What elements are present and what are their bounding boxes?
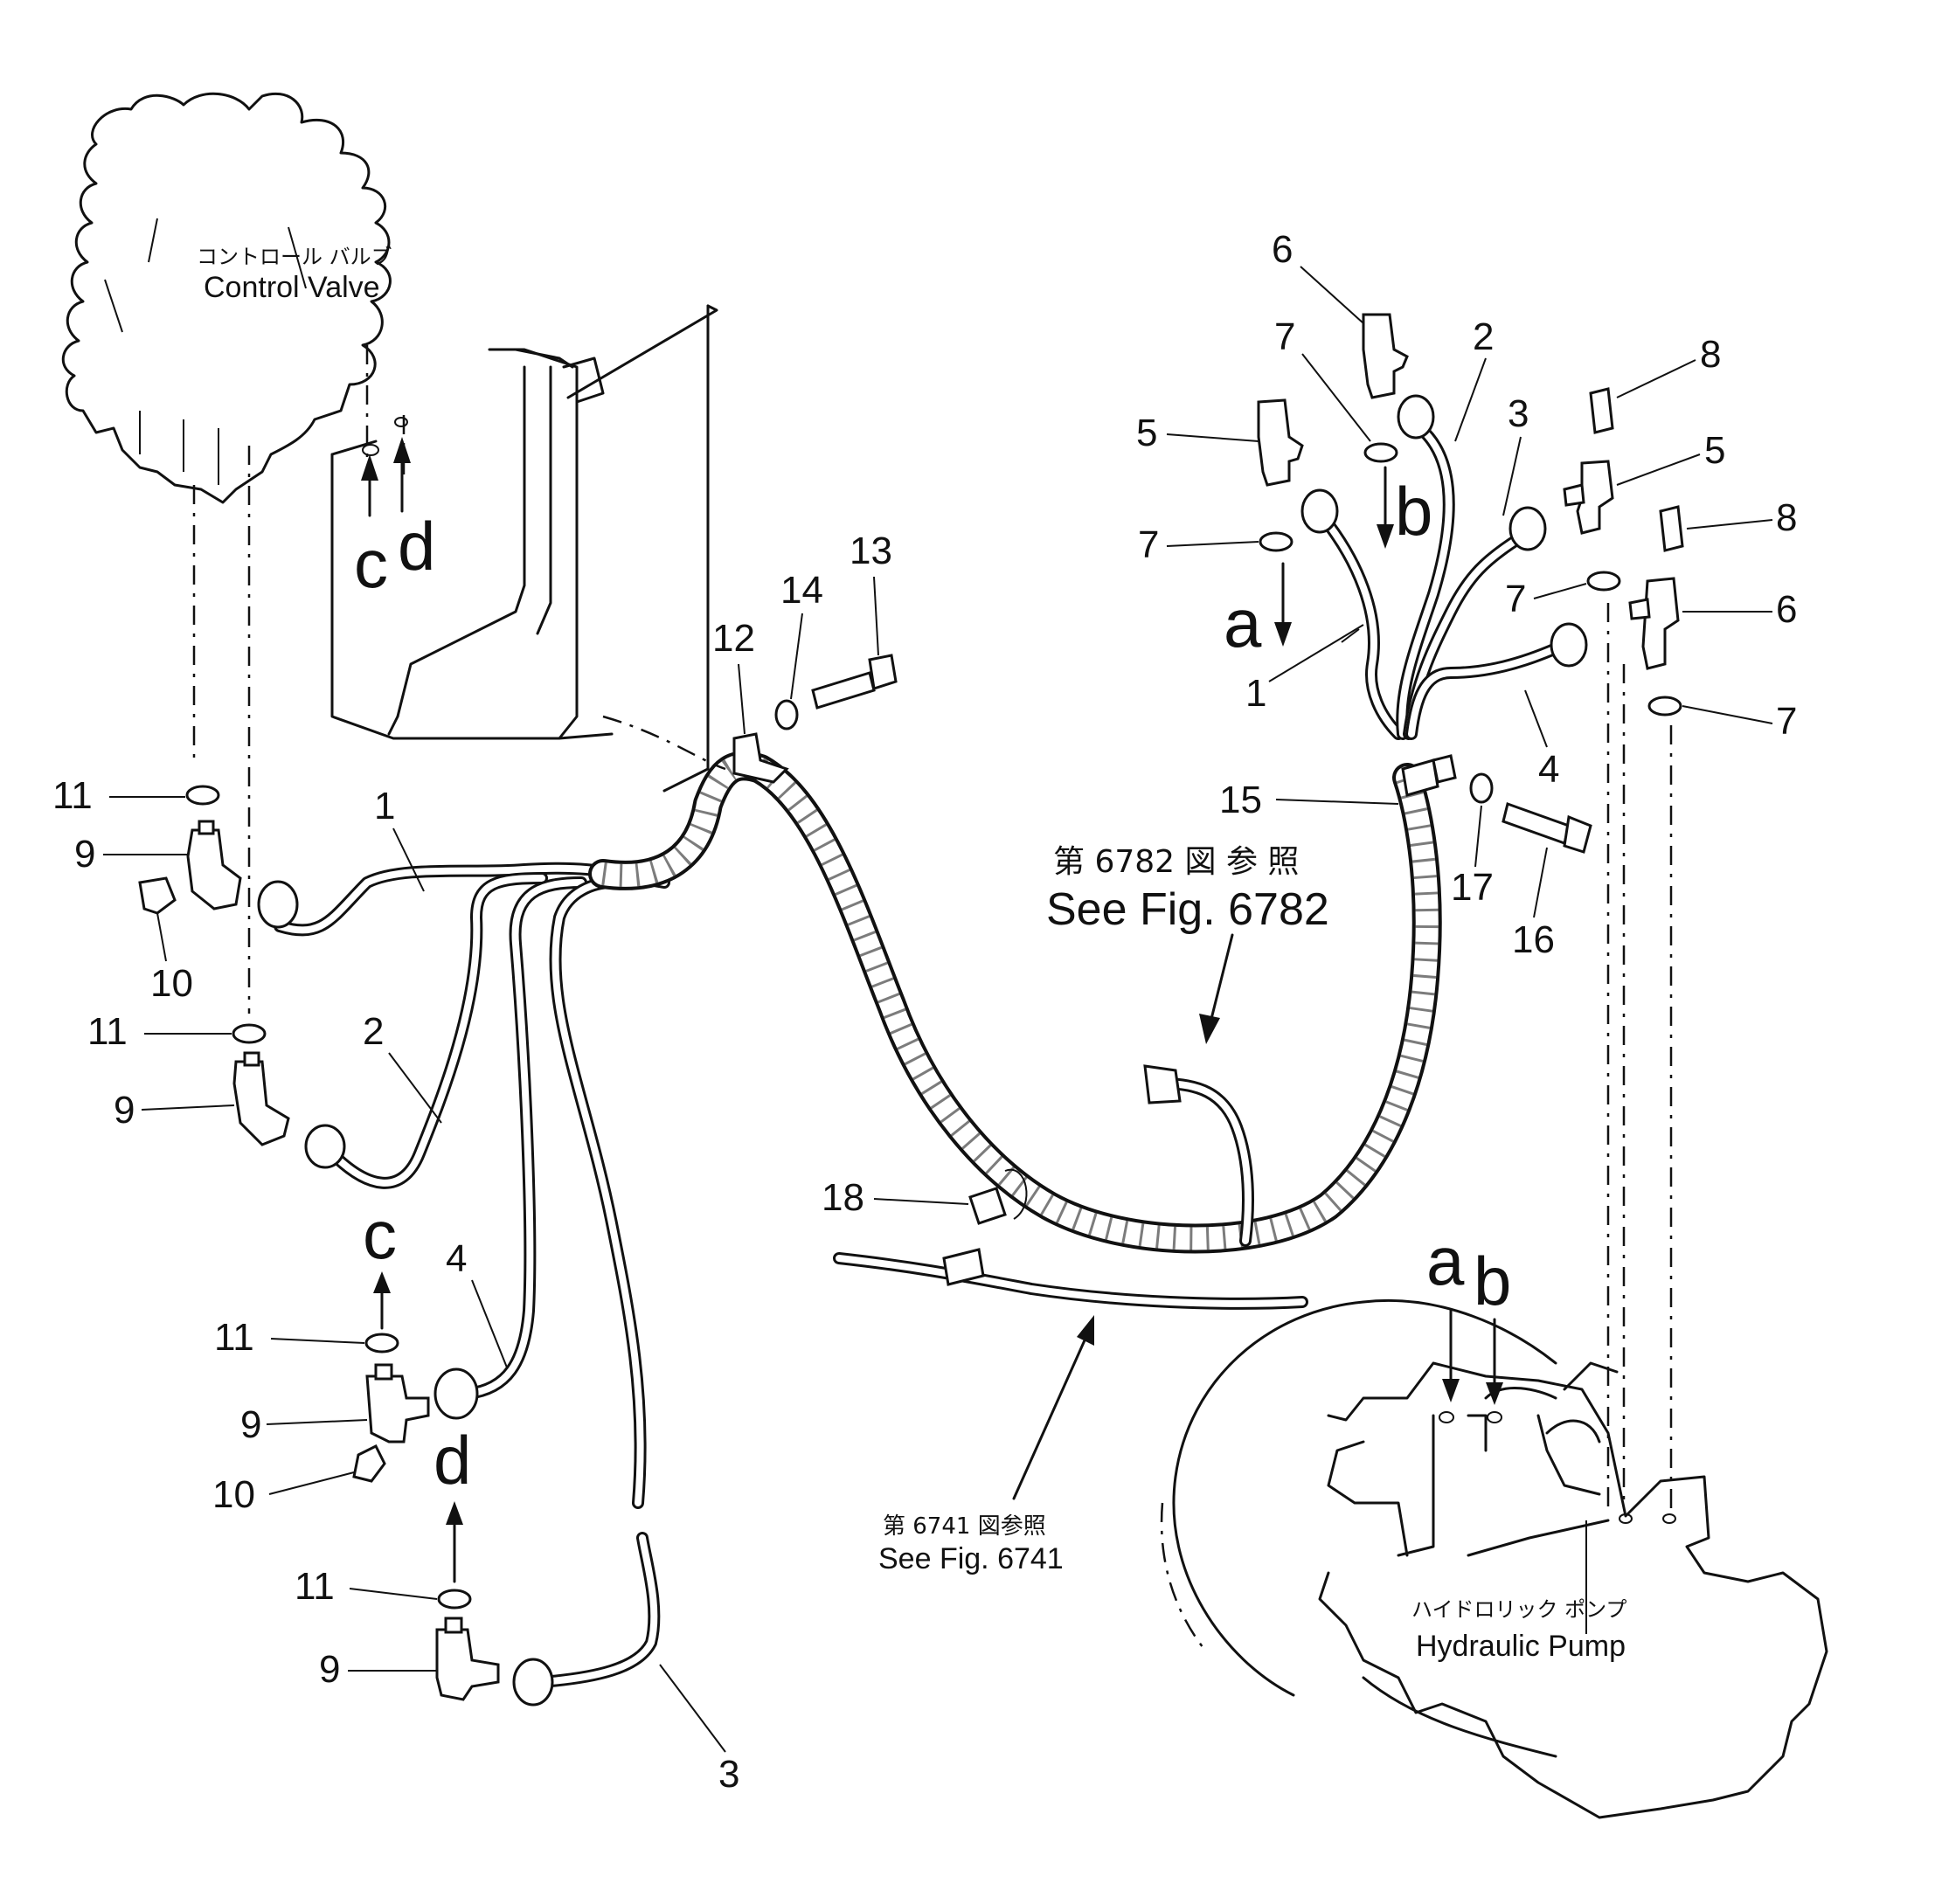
callout-7-right-b: 7	[1776, 700, 1797, 743]
washer-17	[1469, 772, 1494, 804]
see-fig-6782-jp: 第 6782 図 参 照	[1053, 844, 1299, 880]
hose-4	[433, 876, 587, 1420]
plug-10-a	[138, 876, 177, 915]
callout-2-right: 2	[1473, 315, 1494, 358]
plug-10-b	[352, 1444, 386, 1483]
port-b-label-right: b	[1395, 473, 1432, 550]
callout-16: 16	[1512, 918, 1555, 961]
fitting-6-right	[1628, 577, 1680, 670]
elbow-fitting-9-d	[435, 1617, 500, 1701]
spiral-wrapped-bundle	[588, 751, 1442, 1254]
fitting-6-top	[1362, 313, 1409, 399]
callout-8-right: 8	[1776, 496, 1797, 539]
hydraulic-pump-label-en: Hydraulic Pump	[1416, 1630, 1626, 1663]
hose-2	[304, 872, 548, 1189]
callout-4-left: 4	[446, 1237, 467, 1280]
o-ring-7-right-b	[1647, 696, 1682, 717]
callout-1-right: 1	[1245, 672, 1266, 715]
control-valve: コントロール バルブ Control Valve	[61, 92, 392, 504]
clamp-12	[732, 732, 789, 784]
callout-11-c: 11	[214, 1316, 254, 1359]
callout-1-left: 1	[374, 785, 395, 827]
callout-14: 14	[780, 569, 823, 612]
callout-7-left: 7	[1138, 523, 1159, 566]
callout-9-c: 9	[240, 1403, 261, 1446]
washer-14	[774, 699, 799, 730]
callout-5-left: 5	[1136, 412, 1157, 454]
callout-6-right: 6	[1776, 588, 1797, 631]
callout-9-b: 9	[114, 1089, 135, 1132]
o-ring-7-left	[1259, 531, 1293, 552]
port-d-label-left: d	[433, 1422, 471, 1499]
callout-2-left: 2	[363, 1010, 384, 1053]
callout-15: 15	[1219, 779, 1262, 821]
callout-12: 12	[712, 617, 755, 660]
callout-11-a: 11	[52, 774, 93, 817]
bolt-16	[1502, 802, 1592, 854]
elbow-fitting-9-a	[186, 820, 242, 910]
callout-18: 18	[822, 1176, 864, 1219]
o-ring-11-a	[185, 785, 220, 806]
port-c-label-left: c	[363, 1196, 397, 1273]
port-b-label-pump: b	[1474, 1243, 1511, 1319]
hose-see-6741	[833, 1248, 1308, 1310]
port-c-label-top: c	[354, 525, 388, 602]
callout-3-left: 3	[718, 1753, 739, 1796]
callout-11-b: 11	[87, 1010, 128, 1053]
bolt-13	[811, 654, 898, 710]
callout-10-b: 10	[212, 1473, 255, 1516]
o-ring-11-d	[437, 1589, 472, 1610]
valve-mounting-bracket	[330, 304, 718, 793]
callout-3-right: 3	[1508, 392, 1529, 435]
o-ring-11-c	[364, 1333, 399, 1354]
callout-13: 13	[850, 530, 892, 572]
control-valve-label-jp: コントロール バルブ	[197, 245, 392, 269]
port-d-label-top: d	[398, 508, 435, 585]
see-fig-6741-jp: 第 6741 図参照	[883, 1513, 1046, 1540]
callout-4-right: 4	[1538, 748, 1559, 791]
fitting-5-right	[1563, 460, 1614, 535]
callout-9-a: 9	[74, 833, 95, 876]
control-valve-label-en: Control Valve	[204, 271, 380, 304]
o-ring-11-b	[232, 1023, 267, 1044]
tee-fitting-9-c	[365, 1363, 430, 1444]
port-a-label-right: a	[1224, 585, 1262, 661]
clamp-15	[1401, 754, 1457, 797]
hose-see-6782	[1143, 1064, 1254, 1247]
callout-10-a: 10	[150, 962, 193, 1005]
hose-2-right	[1396, 394, 1455, 740]
callout-9-d: 9	[319, 1648, 340, 1691]
hose-1-right	[1300, 488, 1404, 740]
clamp-18	[968, 1168, 1028, 1225]
hydraulic-pump-label-jp: ハイドロリック ポンプ	[1411, 1597, 1626, 1622]
see-fig-6782-en: See Fig. 6782	[1046, 884, 1329, 935]
hose-4-right	[1405, 622, 1588, 740]
callout-5-right: 5	[1704, 429, 1725, 472]
hose-3-lower	[512, 1532, 661, 1707]
callout-7-right-a: 7	[1505, 578, 1526, 620]
callout-6-top: 6	[1272, 228, 1293, 271]
fitting-5-left	[1257, 398, 1304, 487]
elbow-fitting-9-b	[232, 1051, 290, 1146]
callout-8-top: 8	[1700, 333, 1721, 376]
callout-7-top: 7	[1274, 315, 1295, 358]
port-a-label-pump: a	[1426, 1222, 1465, 1299]
see-fig-6741-en: See Fig. 6741	[878, 1542, 1064, 1575]
hydraulic-pump: ハイドロリック ポンプ Hydraulic Pump	[1160, 1298, 1828, 1819]
callout-11-d: 11	[295, 1565, 335, 1608]
hose-3-upper	[549, 876, 647, 1509]
o-ring-7-top	[1363, 442, 1398, 463]
fitting-8-right	[1659, 505, 1684, 552]
o-ring-7-right-a	[1586, 571, 1621, 592]
callout-17: 17	[1451, 866, 1494, 909]
fitting-8-top	[1589, 387, 1614, 434]
